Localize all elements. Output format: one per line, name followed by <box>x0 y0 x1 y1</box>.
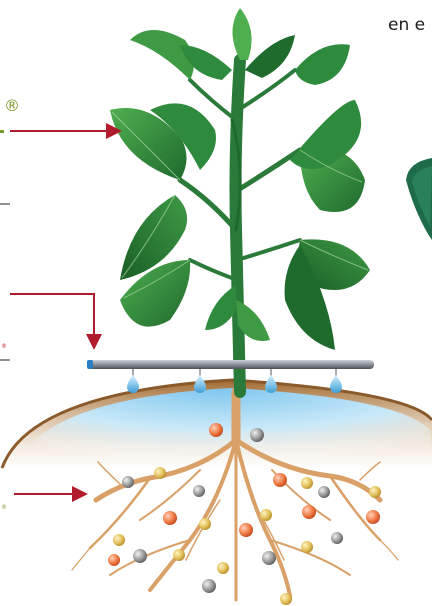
granule-orange <box>302 505 316 519</box>
drip-pipe <box>88 360 374 369</box>
leaf-icon <box>245 35 295 78</box>
accent-dot-green <box>0 130 4 133</box>
granule-yellow <box>369 486 381 498</box>
granule-yellow <box>217 562 229 574</box>
granule-gray <box>318 486 330 498</box>
granule-gray <box>262 551 276 565</box>
granule-yellow <box>173 549 185 561</box>
granule-orange <box>366 510 380 524</box>
granule-gray <box>193 485 205 497</box>
granule-orange <box>239 523 253 537</box>
drip-pipe-end <box>87 360 93 369</box>
granule-gray <box>202 579 216 593</box>
granule-yellow <box>113 534 125 546</box>
granule-gray <box>331 532 343 544</box>
granule-yellow <box>280 593 292 605</box>
granule-yellow <box>260 509 272 521</box>
granule-gray <box>250 428 264 442</box>
granule-yellow <box>301 541 313 553</box>
leaf-icon <box>233 8 252 60</box>
registered-mark-small-1: ® <box>1 343 7 350</box>
leaf-icon <box>205 285 236 330</box>
granule-gray <box>133 549 147 563</box>
water-drop-icon <box>265 375 277 393</box>
granule-yellow <box>301 477 313 489</box>
granule-orange <box>209 423 223 437</box>
water-drop-icon <box>127 375 139 393</box>
granule-orange <box>108 554 120 566</box>
granule-yellow <box>199 518 211 530</box>
granule-orange <box>273 473 287 487</box>
granule-gray <box>122 476 134 488</box>
plant-stem <box>180 60 300 392</box>
registered-mark-small-2: ® <box>1 504 7 511</box>
arrow-down-icon <box>10 294 94 346</box>
granule-orange <box>163 511 177 525</box>
granule-yellow <box>154 467 166 479</box>
leaf-icon <box>295 44 350 85</box>
water-drop-icon <box>330 375 342 393</box>
water-drop-icon <box>194 375 206 393</box>
